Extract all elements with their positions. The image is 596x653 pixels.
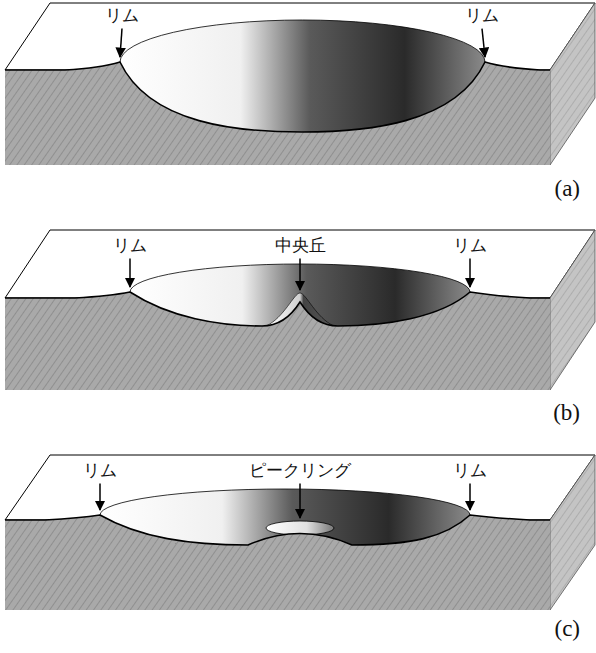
simple-crater-block: [5, 3, 595, 165]
part-label: リム: [451, 236, 489, 256]
leader-arrow: [299, 484, 301, 518]
part-label: ピークリング: [247, 461, 353, 481]
leader-arrow: [469, 259, 471, 287]
leader-arrow: [299, 259, 301, 290]
leader-arrow: [120, 29, 122, 57]
panel-letter: (a): [552, 176, 582, 202]
panel-letter: (c): [552, 616, 582, 642]
leader-arrow: [99, 484, 101, 510]
leader-arrow: [469, 484, 471, 510]
part-label: リム: [81, 461, 119, 481]
part-label: リム: [451, 461, 489, 481]
central-peak-crater-block: [5, 230, 595, 390]
part-label: リム: [111, 236, 149, 256]
part-label: 中央丘: [273, 236, 328, 256]
leader-arrow: [482, 29, 485, 57]
panel-letter: (b): [551, 400, 582, 426]
part-label: リム: [463, 6, 501, 26]
peak-ring-crater-block: [5, 455, 595, 610]
leader-arrow: [129, 259, 131, 287]
part-label: リム: [103, 6, 141, 26]
